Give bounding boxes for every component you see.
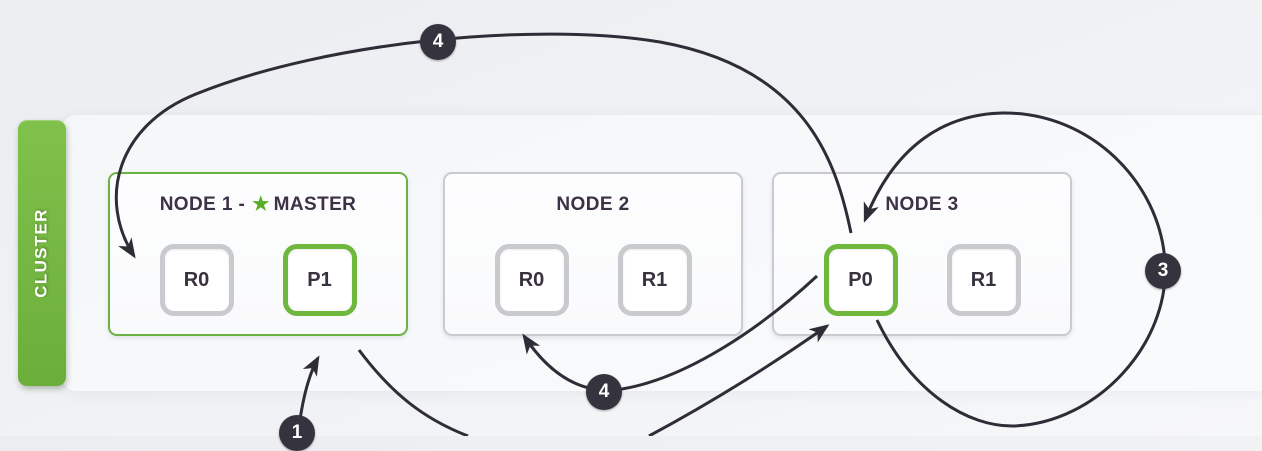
node-3-card: NODE 3 P0 R1	[772, 172, 1072, 336]
badge-label: 1	[291, 422, 303, 443]
node-2-slot-r1: R1	[617, 244, 692, 316]
node-1-title: NODE 1 -★MASTER	[110, 194, 406, 216]
node-1-slots: R0 P1	[110, 244, 406, 316]
node-2-slot-r0: R0	[494, 244, 569, 316]
slot-label: R0	[518, 268, 545, 291]
node-3-label: NODE 3	[885, 194, 959, 215]
master-label: MASTER	[273, 194, 357, 215]
node-2-title: NODE 2	[445, 194, 741, 216]
step-badge-4-top: 4	[420, 24, 456, 60]
node-1-slot-p1: P1	[282, 244, 357, 316]
node-3-slots: P0 R1	[774, 244, 1070, 316]
step-badge-1-bottom-left: 1	[279, 415, 315, 451]
badge-label: 3	[1157, 260, 1169, 281]
node-3-slot-r1: R1	[946, 244, 1021, 316]
slot-label: P1	[307, 268, 332, 291]
arrow-step4-top-to-node1-r0	[114, 32, 853, 259]
master-star-icon: ★	[252, 194, 270, 215]
flow-arrows	[114, 32, 1167, 436]
node-3-title: NODE 3	[774, 194, 1070, 216]
cluster-label-tab: CLUSTER	[18, 120, 66, 386]
node-2-card: NODE 2 R0 R1	[443, 172, 743, 336]
slot-label: R0	[183, 268, 210, 291]
node-1-label: NODE 1 -	[159, 194, 246, 215]
step-badge-4-bottom: 4	[586, 374, 622, 410]
slot-label: R1	[641, 268, 668, 291]
arrow-tail-to-node3-p0	[648, 324, 830, 436]
arrow-step3-loop-node3	[863, 111, 1167, 428]
badge-label: 4	[432, 31, 444, 52]
node-1-slot-r0: R0	[159, 244, 234, 316]
node-3-slot-p0: P0	[823, 244, 898, 316]
step-badge-3-right: 3	[1145, 253, 1181, 289]
slot-label: P0	[848, 268, 873, 291]
node-1-card: NODE 1 -★MASTER R0 P1	[108, 172, 408, 336]
arrow-tail-from-node1-bottom	[357, 349, 469, 436]
node-2-slots: R0 R1	[445, 244, 741, 316]
master-indicator: ★MASTER	[245, 194, 356, 215]
node-2-label: NODE 2	[556, 194, 630, 215]
arrow-step4-bottom-p0-to-node2-r0	[522, 274, 819, 392]
slot-label: R1	[970, 268, 997, 291]
badge-label: 4	[598, 381, 610, 402]
